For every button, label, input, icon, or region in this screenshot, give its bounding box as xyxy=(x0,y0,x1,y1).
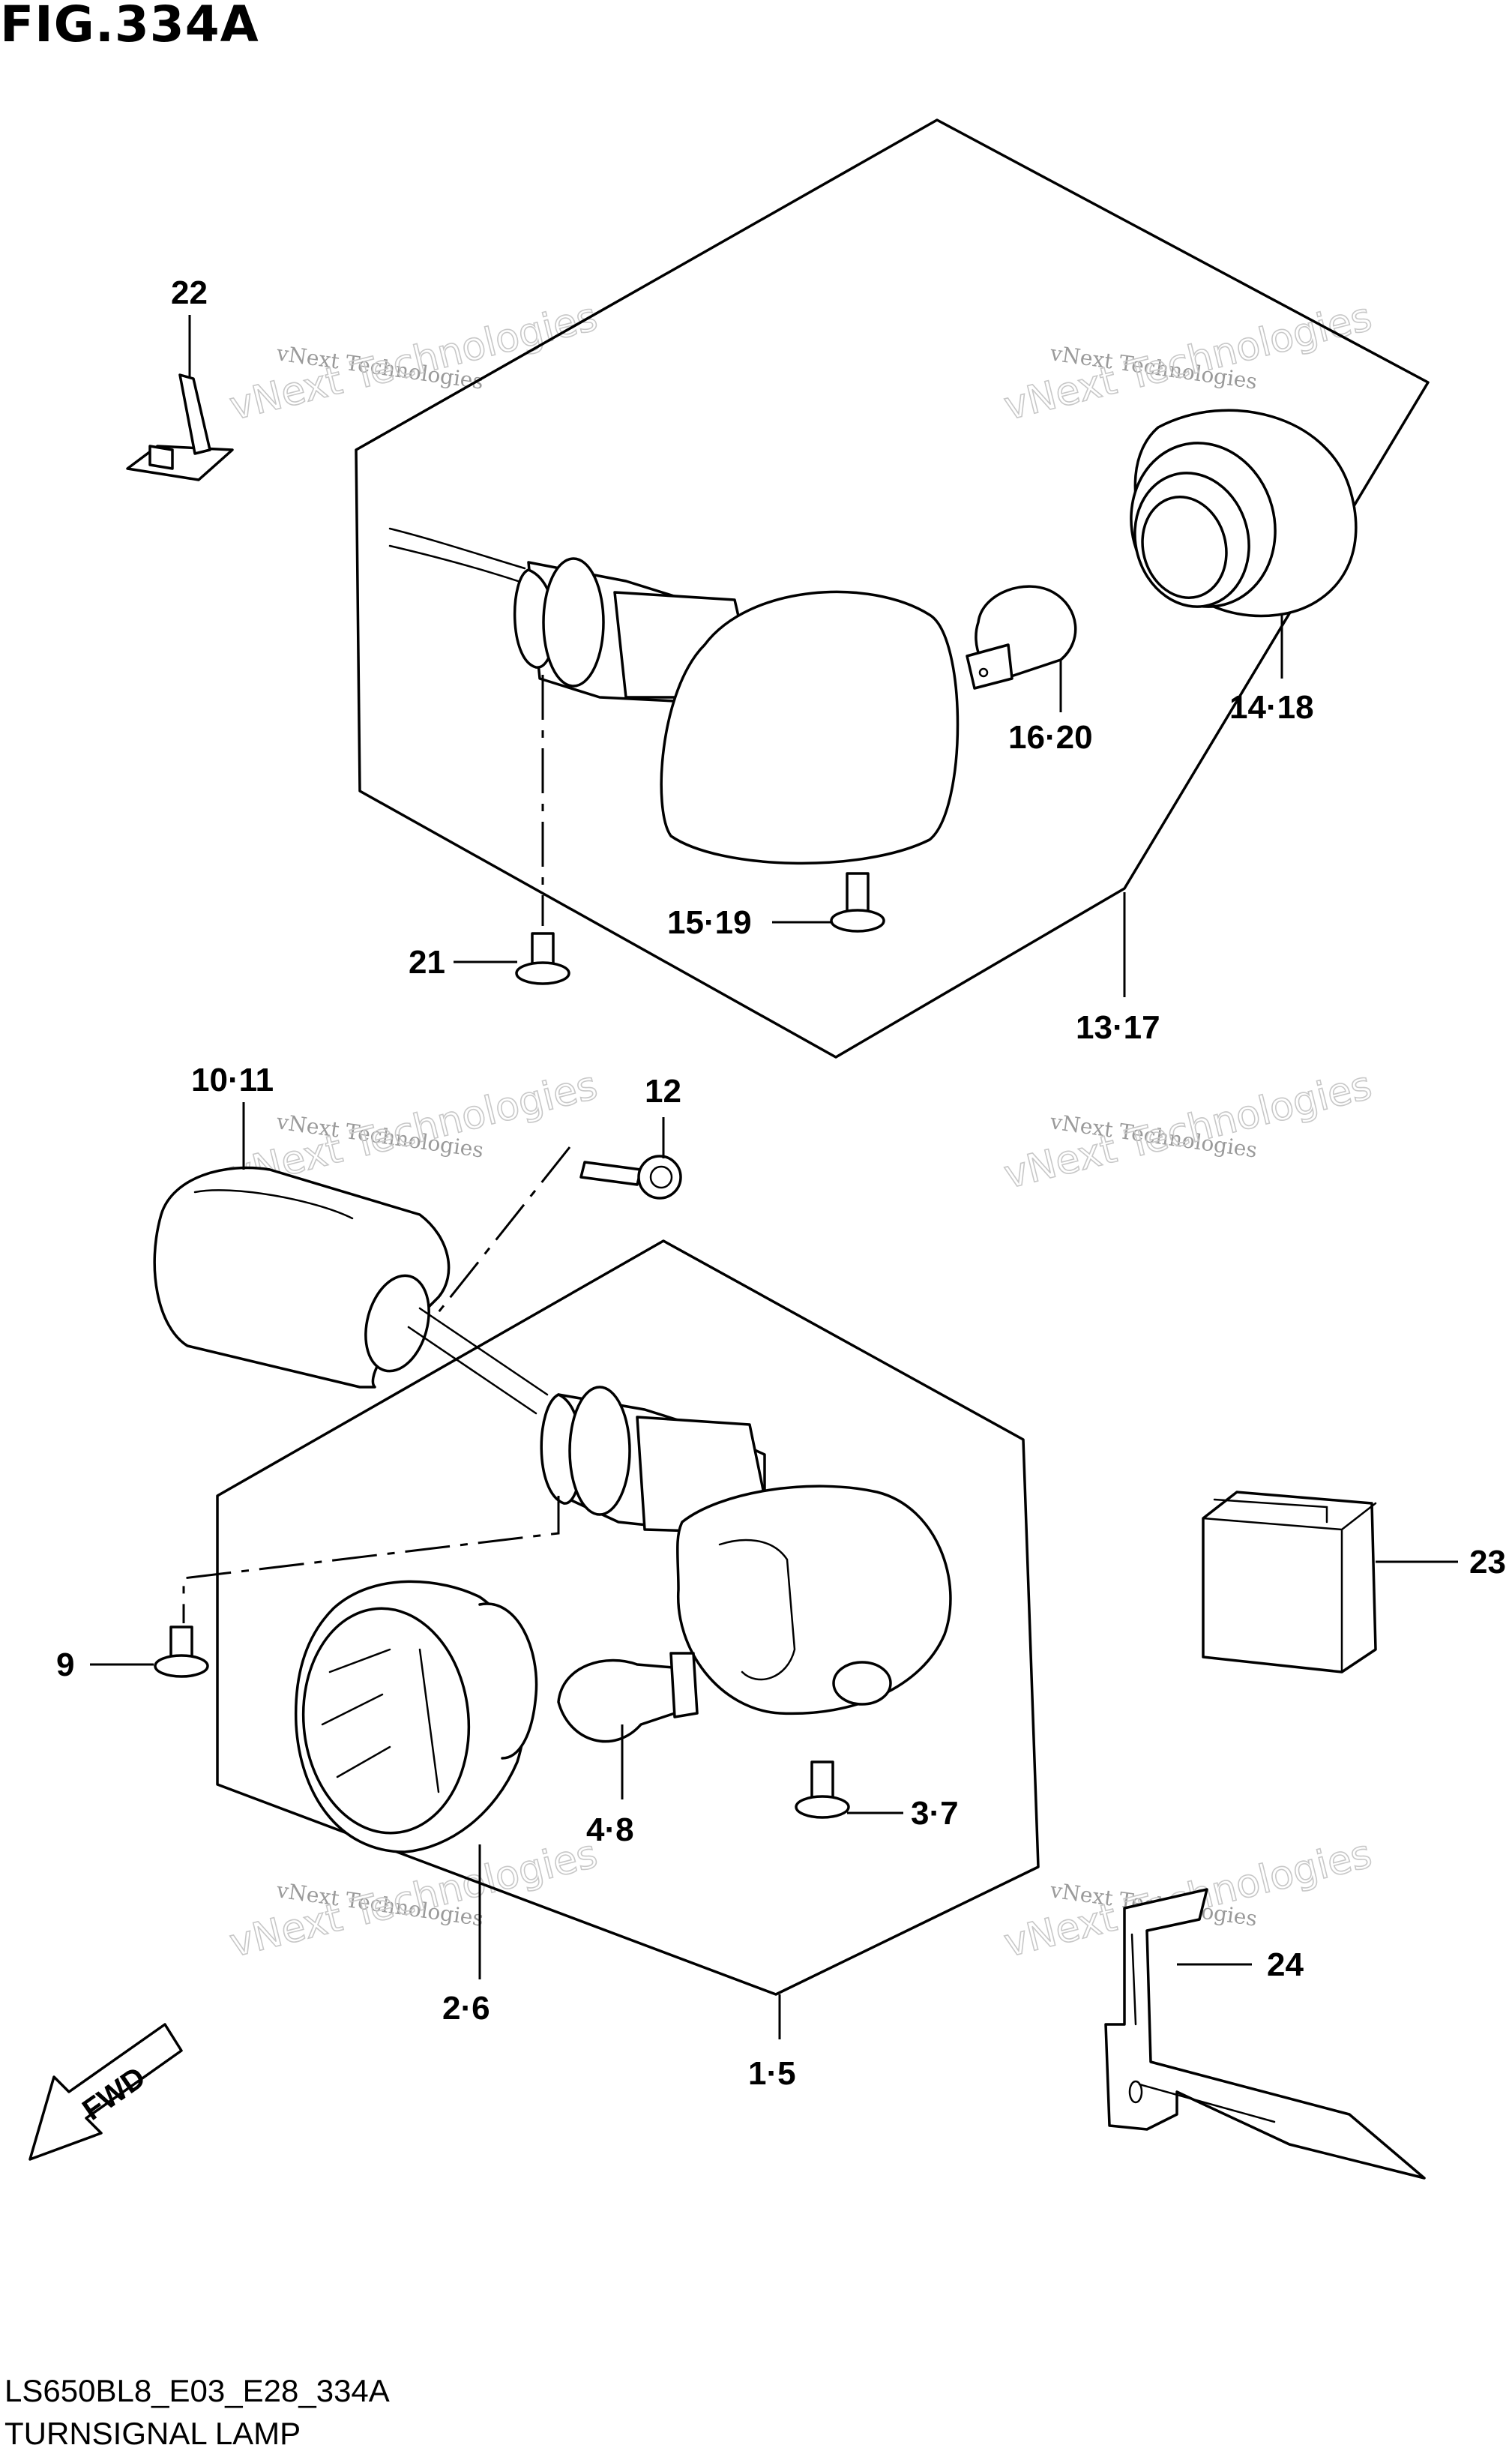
front-lamp-housing xyxy=(540,1386,952,1715)
rear-lamp-housing xyxy=(513,557,960,865)
rear-lamp-assembly-frame xyxy=(355,118,1430,1059)
callout-24: 24 xyxy=(1267,1946,1304,1983)
rear-screw xyxy=(830,872,885,933)
figure-title: FIG.334A xyxy=(0,0,259,53)
watermark-top-right: vNext Technologies vNext Technologies xyxy=(999,294,1377,430)
rear-bulb xyxy=(966,585,1077,690)
callout-13-17: 13·17 xyxy=(1076,1009,1160,1046)
callout-4-8: 4·8 xyxy=(586,1811,634,1848)
rear-lens xyxy=(1130,409,1358,618)
front-lamp-assembly-frame xyxy=(216,1239,1040,1996)
front-lens xyxy=(294,1580,538,1853)
front-mount-screw xyxy=(154,1626,209,1678)
watermark-top-left: vNext Technologies vNext Technologies xyxy=(225,294,603,430)
callout-10-11: 10·11 xyxy=(191,1062,274,1098)
front-bulb xyxy=(557,1652,699,1743)
model-code: LS650BL8_E03_E28_334A xyxy=(4,2373,390,2408)
rear-lamp-wire xyxy=(388,527,526,585)
callout-1-5: 1·5 xyxy=(748,2055,796,2092)
turn-signal-relay xyxy=(1202,1491,1377,1673)
wire-clip xyxy=(126,373,234,481)
front-lamp-bracket xyxy=(153,1166,451,1389)
callout-14-18: 14·18 xyxy=(1229,689,1314,726)
callout-12: 12 xyxy=(645,1073,681,1110)
front-assembly-guide-line xyxy=(182,1496,560,1623)
callout-2-6: 2·6 xyxy=(442,1990,490,2027)
front-lens-screw xyxy=(795,1760,850,1819)
forward-direction-arrow: FWD xyxy=(28,2023,183,2161)
callout-9: 9 xyxy=(56,1646,74,1683)
watermark-mid-right: vNext Technologies vNext Technologies xyxy=(999,1062,1377,1198)
bolt-guide-line xyxy=(437,1146,571,1313)
bracket-stem xyxy=(407,1307,549,1415)
callout-23: 23 xyxy=(1469,1544,1506,1581)
bracket-bolt xyxy=(579,1155,682,1200)
mounting-stay xyxy=(1104,1888,1426,2180)
section-name: TURNSIGNAL LAMP xyxy=(4,2416,301,2451)
callout-21: 21 xyxy=(409,944,445,981)
callout-3-7: 3·7 xyxy=(911,1795,959,1832)
callout-22: 22 xyxy=(171,274,208,311)
callout-16-20: 16·20 xyxy=(1008,719,1093,756)
rear-mount-screw xyxy=(515,932,570,985)
callout-15-19: 15·19 xyxy=(667,904,752,941)
